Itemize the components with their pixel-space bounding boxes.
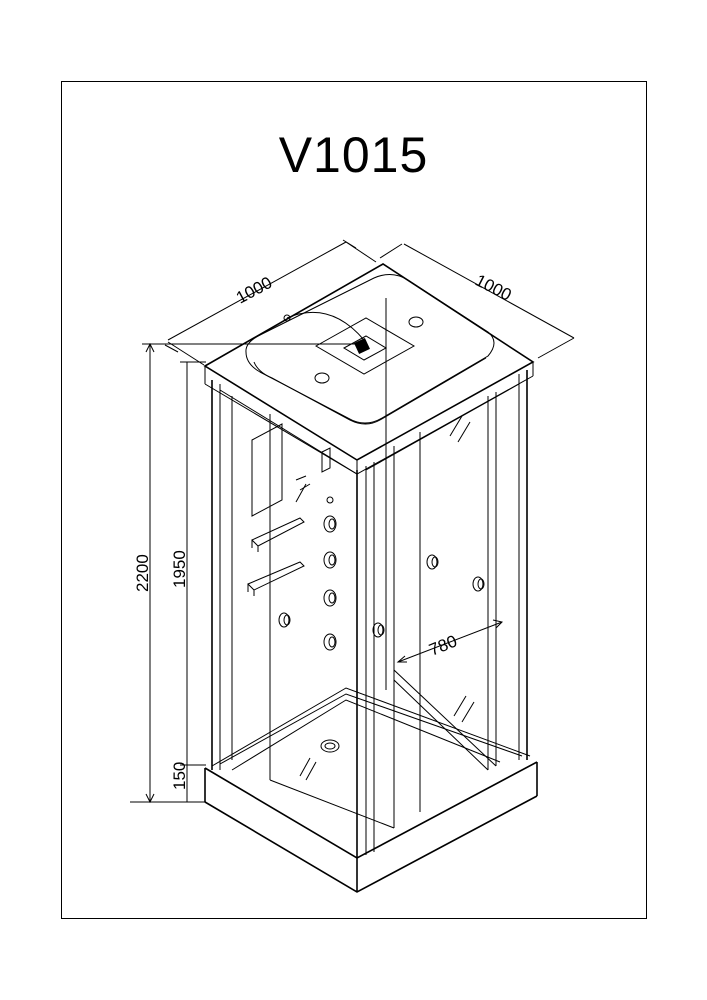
cabin-frame [211, 298, 528, 858]
dimension-label-tray-height: 150 [170, 762, 189, 790]
roof [203, 263, 535, 475]
model-title: V1015 [278, 127, 429, 183]
dimension-label-door-opening: 780 [426, 631, 459, 659]
dimension-label-width-right: 1000 [472, 271, 514, 305]
dimension-tray-height: 150 [170, 762, 189, 802]
glass-reflections [295, 415, 475, 781]
shelf-upper [251, 517, 305, 552]
control-panel [251, 423, 331, 517]
dimension-label-total-height: 2200 [133, 554, 152, 592]
shelf-lower [247, 561, 305, 596]
dimension-width-right: 1000 [379, 243, 575, 359]
dimension-label-width-left: 1000 [233, 273, 275, 308]
dimension-total-height: 2200 [130, 342, 366, 804]
door-handles [278, 554, 485, 638]
dimension-door-opening: 780 [396, 619, 503, 663]
massage-jets [323, 496, 337, 651]
dimension-label-cabin-height: 1950 [170, 550, 189, 588]
drawing-frame [61, 81, 647, 919]
shower-tray [204, 669, 538, 893]
dimension-width-left: 1000 [164, 239, 377, 366]
dimension-cabin-height: 1950 [170, 361, 206, 766]
